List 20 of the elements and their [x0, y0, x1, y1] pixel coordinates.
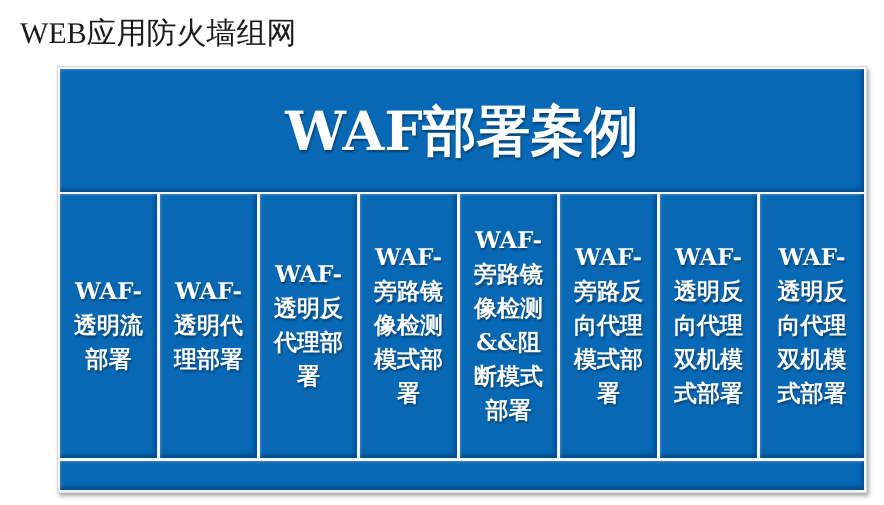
heading-text: WAF部署案例 [285, 100, 639, 162]
column-panel [560, 194, 657, 458]
column-panel [760, 194, 864, 458]
panel-frame [57, 66, 867, 493]
column-panel [460, 194, 557, 458]
page-title: WEB应用防火墙组网 [20, 16, 297, 52]
column-label: WAF-旁路镜像检测模式部署 [372, 243, 444, 409]
column-panel [360, 194, 457, 458]
column-label: WAF-透明代理部署 [172, 277, 244, 375]
column-label: WAF-旁路反向代理模式部署 [572, 243, 644, 409]
column-label: WAF-透明流部署 [73, 277, 144, 375]
column-label: WAF-透明反代理部署 [272, 260, 344, 392]
column-panel [60, 194, 157, 458]
column-panel [160, 194, 257, 458]
column-panel [260, 194, 357, 458]
column-label: WAF-旁路镜像检测&&阻断模式部署 [472, 226, 544, 426]
footer-bar [60, 461, 864, 490]
column-label: WAF-透明反向代理双机模式部署 [776, 243, 848, 409]
column-panel [660, 194, 757, 458]
column-label: WAF-透明反向代理双机模式部署 [672, 243, 744, 409]
